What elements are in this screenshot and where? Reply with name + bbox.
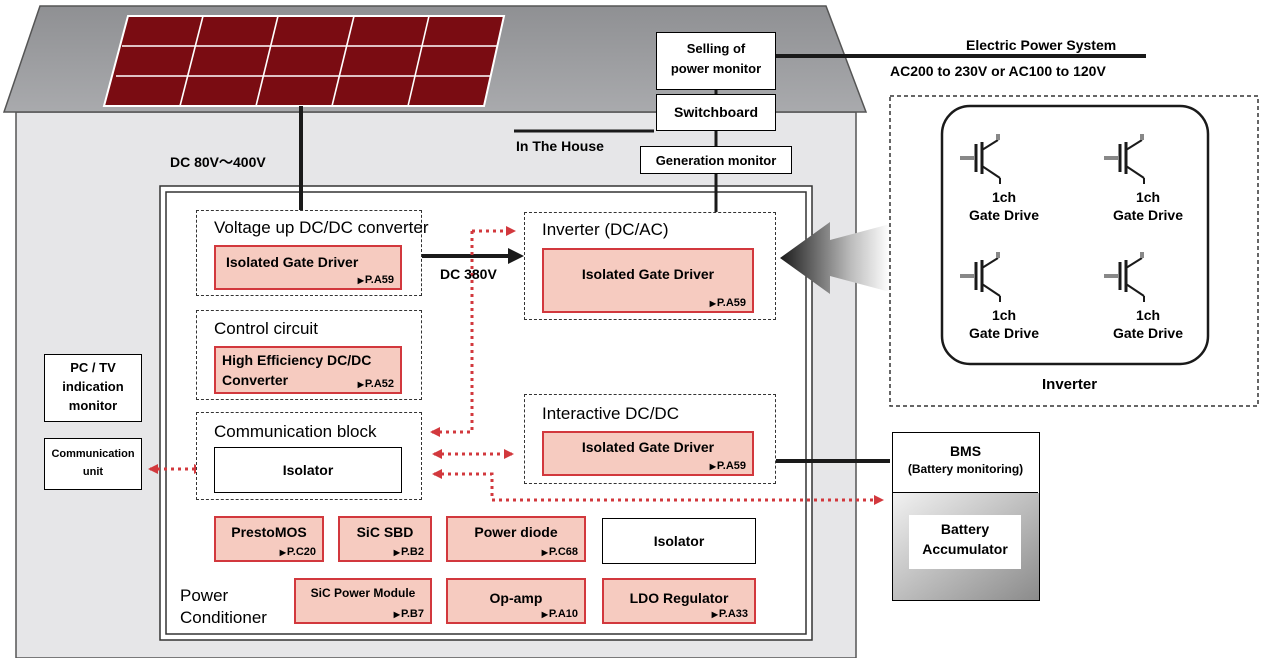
gate-drive-label-1: 1ch Gate Drive xyxy=(959,188,1049,224)
part-power-diode-ref: P.C68 xyxy=(542,546,578,558)
gate-drive-3-text: Gate Drive xyxy=(968,325,1040,341)
selling-monitor-line2: power monitor xyxy=(670,61,762,76)
part-sic-sbd-ref: P.B2 xyxy=(394,546,424,558)
part-sic-power-module-ref: P.B7 xyxy=(394,608,424,620)
grid-line2: AC200 to 230V or AC100 to 120V xyxy=(890,63,1106,79)
gate-drive-1-ch: 1ch xyxy=(991,189,1017,205)
switchboard: Switchboard xyxy=(656,94,776,131)
part-prestomos: PrestoMOS P.C20 xyxy=(214,516,324,562)
in-the-house-label: In The House xyxy=(516,138,604,154)
communication-isolator-label: Isolator xyxy=(282,462,334,478)
gate-drive-2-text: Gate Drive xyxy=(1112,207,1184,223)
control-circuit-block: Control circuit High Efficiency DC/DC Co… xyxy=(196,310,422,400)
communication-block-title: Communication block xyxy=(214,422,377,441)
voltage-up-title: Voltage up DC/DC converter xyxy=(214,218,429,237)
dc380-label: DC 380V xyxy=(440,266,497,282)
solar-panel xyxy=(102,15,506,107)
pc-tv-monitor: PC / TV indication monitor xyxy=(44,354,142,422)
gate-drive-4-ch: 1ch xyxy=(1135,307,1161,323)
selling-monitor-line1: Selling of xyxy=(686,41,746,56)
gate-drive-label-2: 1ch Gate Drive xyxy=(1103,188,1193,224)
voltage-up-part: Isolated Gate Driver P.A59 xyxy=(214,245,402,290)
interactive-block: Interactive DC/DC Isolated Gate Driver P… xyxy=(524,394,776,484)
inverter-detail-title: Inverter xyxy=(1042,376,1098,393)
part-isolator-label: Isolator xyxy=(653,533,705,549)
dc-input-label: DC 80V〜400V xyxy=(170,154,266,170)
gate-drive-1-text: Gate Drive xyxy=(968,207,1040,223)
inverter-detail-arrow xyxy=(780,222,890,294)
part-op-amp-ref: P.A10 xyxy=(542,608,578,620)
part-power-diode-label: Power diode xyxy=(474,524,558,540)
control-part: High Efficiency DC/DC Converter P.A52 xyxy=(214,346,402,394)
part-op-amp: Op-amp P.A10 xyxy=(446,578,586,624)
control-part-line2: Converter xyxy=(222,372,289,388)
igbt-symbol xyxy=(1104,252,1145,302)
communication-isolator: Isolator xyxy=(214,447,402,493)
control-part-line1: High Efficiency DC/DC xyxy=(222,352,372,368)
power-conditioner-label-line1: Power xyxy=(180,586,229,605)
part-prestomos-label: PrestoMOS xyxy=(231,524,307,540)
igbt-symbol xyxy=(960,134,1001,184)
inverter-ref: P.A59 xyxy=(710,297,746,309)
part-sic-sbd-label: SiC SBD xyxy=(356,524,414,540)
bms-line2: (Battery monitoring) xyxy=(907,462,1024,476)
communication-unit: Communication unit xyxy=(44,438,142,490)
part-sic-power-module-label: SiC Power Module xyxy=(310,586,416,600)
gate-drive-label-3: 1ch Gate Drive xyxy=(959,306,1049,342)
power-conditioner-label-line2: Conditioner xyxy=(180,608,267,627)
generation-monitor: Generation monitor xyxy=(640,146,792,174)
interactive-ref: P.A59 xyxy=(710,460,746,472)
switchboard-label: Switchboard xyxy=(673,104,758,120)
inverter-block-title: Inverter (DC/AC) xyxy=(542,220,669,239)
interactive-part: Isolated Gate Driver P.A59 xyxy=(542,431,754,476)
voltage-up-ref: P.A59 xyxy=(358,274,394,286)
control-ref: P.A52 xyxy=(358,378,394,390)
igbt-symbol xyxy=(960,252,1001,302)
igbt-symbol xyxy=(1104,134,1145,184)
part-prestomos-ref: P.C20 xyxy=(280,546,316,558)
gate-drive-4-text: Gate Drive xyxy=(1112,325,1184,341)
part-op-amp-label: Op-amp xyxy=(489,590,543,606)
selling-power-monitor: Selling of power monitor xyxy=(656,32,776,90)
battery-line1: Battery xyxy=(940,521,990,537)
part-ldo-regulator: LDO Regulator P.A33 xyxy=(602,578,756,624)
part-isolator: Isolator xyxy=(602,518,756,564)
communication-unit-line2: unit xyxy=(82,466,104,478)
interactive-part-label: Isolated Gate Driver xyxy=(581,439,715,455)
communication-block: Communication block Isolator xyxy=(196,412,422,500)
interactive-block-title: Interactive DC/DC xyxy=(542,404,679,423)
pc-tv-line1: PC / TV xyxy=(70,360,116,375)
battery-unit: BMS (Battery monitoring) Battery Accumul… xyxy=(892,432,1040,601)
generation-monitor-label: Generation monitor xyxy=(655,153,777,168)
bms-section: BMS (Battery monitoring) xyxy=(893,433,1038,493)
communication-unit-line1: Communication xyxy=(51,448,135,460)
part-sic-sbd: SiC SBD P.B2 xyxy=(338,516,432,562)
pc-tv-line2: indication xyxy=(62,379,124,394)
inverter-block: Inverter (DC/AC) Isolated Gate Driver P.… xyxy=(524,212,776,320)
part-sic-power-module: SiC Power Module P.B7 xyxy=(294,578,432,624)
voltage-up-block: Voltage up DC/DC converter Isolated Gate… xyxy=(196,210,429,296)
part-ldo-regulator-ref: P.A33 xyxy=(712,608,748,620)
inverter-part: Isolated Gate Driver P.A59 xyxy=(542,248,754,313)
part-power-diode: Power diode P.C68 xyxy=(446,516,586,562)
bms-line1: BMS xyxy=(949,443,982,459)
pc-tv-line3: monitor xyxy=(68,398,118,413)
part-ldo-regulator-label: LDO Regulator xyxy=(629,590,729,606)
voltage-up-part-label: Isolated Gate Driver xyxy=(226,254,359,270)
gate-drive-3-ch: 1ch xyxy=(991,307,1017,323)
battery-line2: Accumulator xyxy=(922,541,1008,557)
inverter-part-label: Isolated Gate Driver xyxy=(581,266,715,282)
control-circuit-title: Control circuit xyxy=(214,319,318,338)
grid-line1: Electric Power System xyxy=(966,37,1117,53)
gate-drive-label-4: 1ch Gate Drive xyxy=(1103,306,1193,342)
battery-accumulator: Battery Accumulator xyxy=(909,515,1021,569)
gate-drive-2-ch: 1ch xyxy=(1135,189,1161,205)
